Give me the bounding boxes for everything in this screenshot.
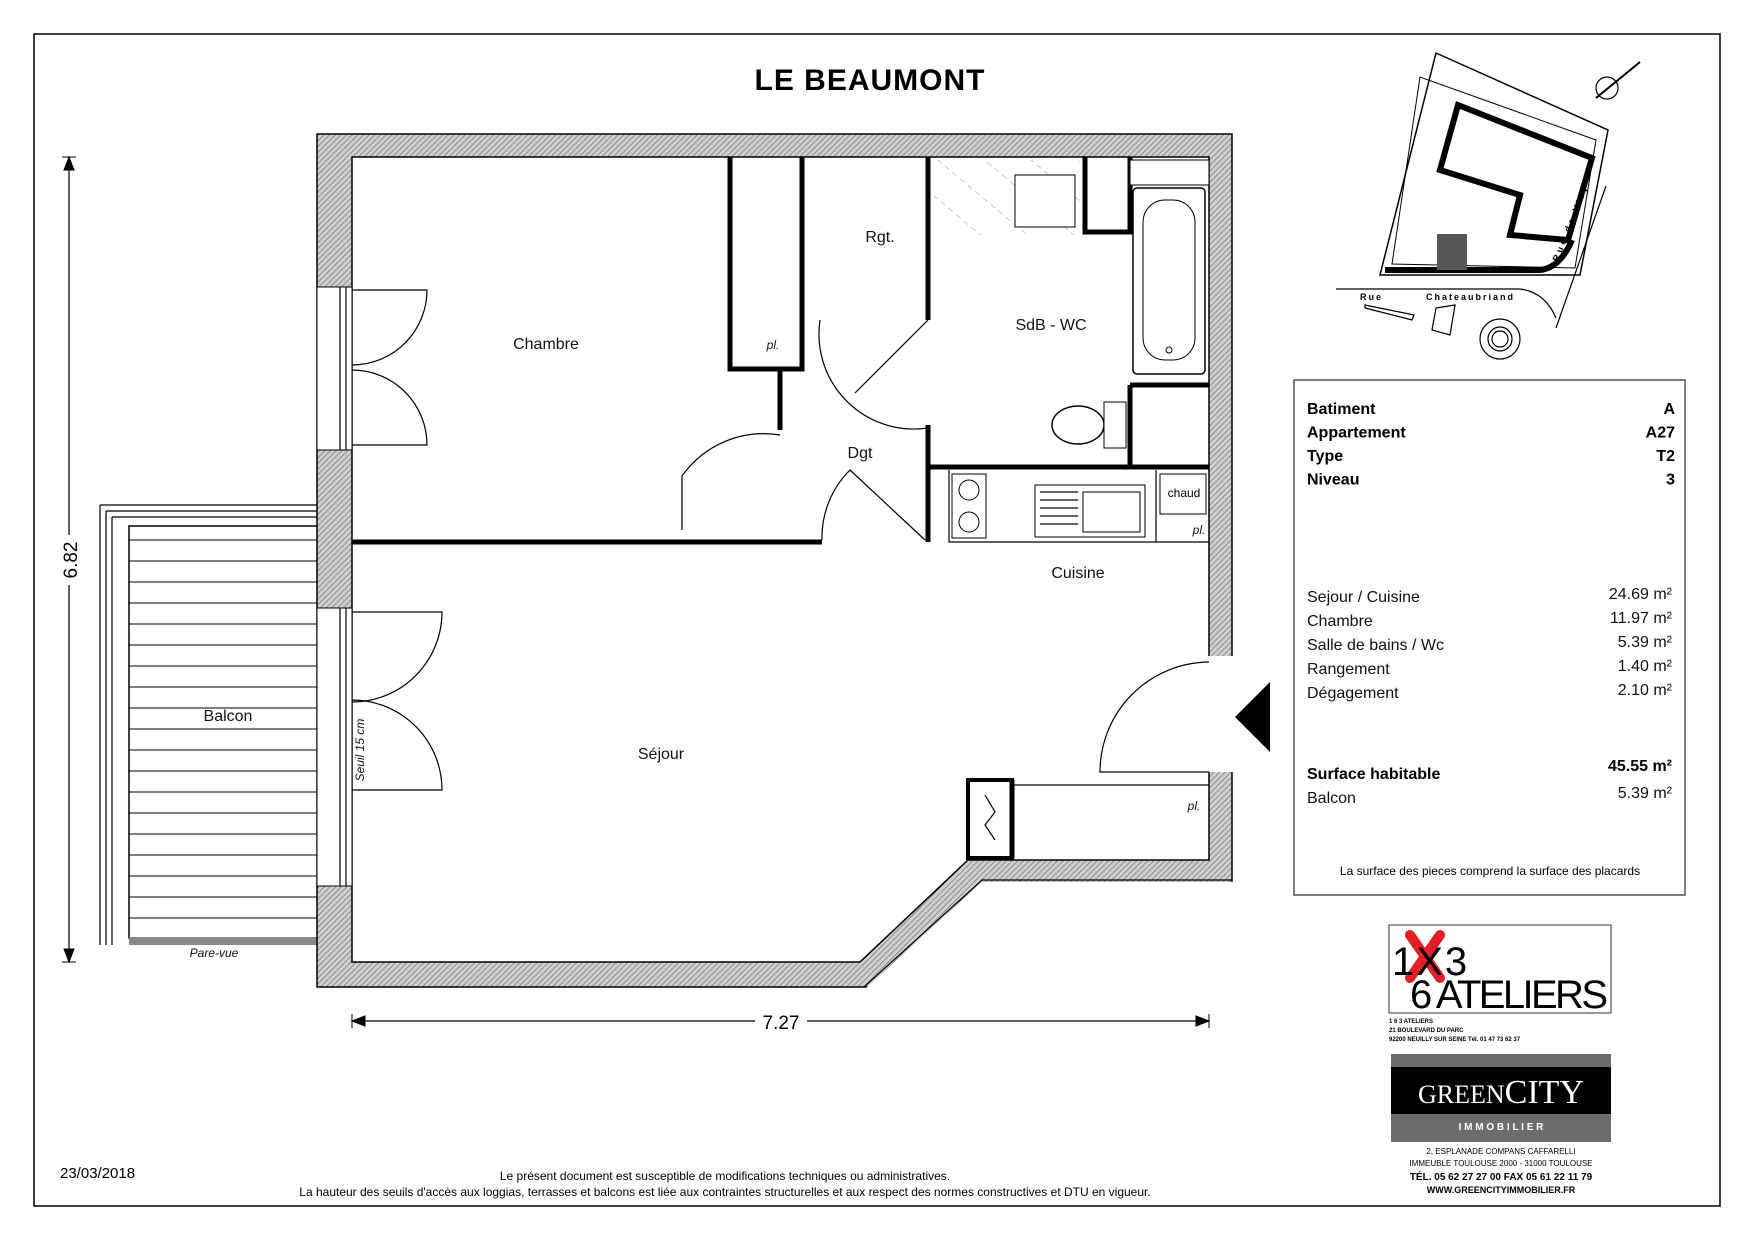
total-surface-value: 45.55 m² <box>1608 758 1672 775</box>
disclaimer-line-1: Le présent document est susceptible de m… <box>500 1169 950 1183</box>
architect-logo: 1X3 6 ATELIERS 1 6 3 ATELIERS 21 BOULEVA… <box>1388 924 1612 1043</box>
balcon-surface-label: Balcon <box>1307 790 1356 807</box>
room-label-sejour: Séjour <box>638 746 685 763</box>
placard-label: pl. <box>1192 523 1206 537</box>
developer-phone: TÉL. 05 62 27 27 00 FAX 05 61 22 11 79 <box>1410 1170 1593 1183</box>
surface-value: 1.40 m² <box>1618 658 1673 675</box>
developer-logo-sub: I M M O B I L I E R <box>1459 1122 1545 1133</box>
sheet-frame <box>33 33 1721 1207</box>
architect-name: 1 6 3 ATELIERS <box>1389 1019 1433 1025</box>
room-label-chambre: Chambre <box>513 336 579 353</box>
street-label: Rue <box>1360 292 1383 302</box>
architect-logo-bottom: 6 ATELIERS <box>1410 973 1608 1017</box>
exterior-walls <box>316 133 1233 988</box>
info-label: Appartement <box>1307 425 1406 442</box>
developer-logo-text: GREENCITY <box>1418 1074 1584 1111</box>
storage-closets <box>966 778 1209 860</box>
info-value: A27 <box>1646 425 1675 442</box>
north-arrow-icon <box>1595 61 1641 100</box>
room-label-balcon: Balcon <box>204 708 253 725</box>
room-label-dgt: Dgt <box>848 445 873 462</box>
street-label: Chateaubriand <box>1426 292 1515 302</box>
surface-label: Salle de bains / Wc <box>1307 637 1444 654</box>
balcony <box>99 504 342 945</box>
pare-vue-label: Pare-vue <box>190 946 239 960</box>
architect-address: 92200 NEUILLY SUR SEINE Tél. 01 47 73 62… <box>1389 1037 1521 1043</box>
surface-value: 2.10 m² <box>1618 682 1673 699</box>
surface-label: Dégagement <box>1307 685 1399 702</box>
dimension-height: 6.82 <box>58 155 82 964</box>
boiler-label: chaud <box>1168 486 1201 500</box>
dimension-width: 7.27 <box>350 1010 1211 1034</box>
windows <box>316 286 443 887</box>
room-label-rangement: Rgt. <box>865 229 894 246</box>
surface-value: 11.97 m² <box>1610 610 1673 627</box>
pare-vue-screen <box>129 937 341 945</box>
surface-note: La surface des pieces comprend la surfac… <box>1340 864 1640 878</box>
placard-label: pl. <box>1187 799 1201 813</box>
room-label-cuisine: Cuisine <box>1051 565 1104 582</box>
room-label-sdb-wc: SdB - WC <box>1015 317 1086 334</box>
balcon-surface-value: 5.39 m² <box>1618 785 1673 802</box>
developer-website: WWW.GREENCITYIMMOBILIER.FR <box>1427 1185 1576 1195</box>
surface-label: Chambre <box>1307 613 1373 630</box>
width-dimension-label: 7.27 <box>763 1013 800 1034</box>
total-surface-label: Surface habitable <box>1307 766 1440 783</box>
sink <box>1014 174 1076 228</box>
toilet <box>1051 405 1105 445</box>
document-date: 23/03/2018 <box>60 1165 135 1182</box>
kitchen-sink <box>1034 484 1146 538</box>
kitchen-fixtures <box>951 473 1207 539</box>
info-label: Batiment <box>1307 401 1376 418</box>
bathroom-fixtures <box>934 159 1210 449</box>
disclaimer-line-2: La hauteur des seuils d'accès aux loggia… <box>299 1185 1150 1199</box>
info-value: T2 <box>1656 448 1675 465</box>
info-value: 3 <box>1666 472 1675 489</box>
boiler <box>1159 473 1207 515</box>
surface-value: 24.69 m² <box>1609 586 1673 603</box>
info-label: Type <box>1307 448 1343 465</box>
page-title: LE BEAUMONT <box>755 64 986 97</box>
interior-walls <box>352 157 1209 545</box>
placard-label: pl. <box>766 338 780 352</box>
architect-logo-x-mark <box>1405 930 1445 983</box>
height-dimension-label: 6.82 <box>61 542 82 579</box>
developer-address: IMMEUBLE TOULOUSE 2000 - 31000 TOULOUSE <box>1409 1159 1592 1168</box>
info-value: A <box>1663 401 1675 418</box>
architect-logo-top: 1X3 <box>1392 940 1469 984</box>
entrance-arrow-icon <box>1235 682 1270 752</box>
developer-address: 2, ESPLANADE COMPANS CAFFARELLI <box>1426 1147 1575 1156</box>
seuil-label: Seuil 15 cm <box>353 719 367 782</box>
surface-label: Sejour / Cuisine <box>1307 589 1420 606</box>
site-location-map: Rue Chateaubriand Rue de Viry <box>1336 51 1641 360</box>
developer-logo: GREENCITY I M M O B I L I E R 2, ESPLANA… <box>1391 1054 1611 1195</box>
surface-label: Rangement <box>1307 661 1390 678</box>
architect-address: 21 BOULEVARD DU PARC <box>1389 1028 1464 1034</box>
cooktop <box>951 473 987 539</box>
info-label: Niveau <box>1307 472 1359 489</box>
surface-value: 5.39 m² <box>1618 634 1673 651</box>
apartment-location-marker <box>1437 234 1467 270</box>
